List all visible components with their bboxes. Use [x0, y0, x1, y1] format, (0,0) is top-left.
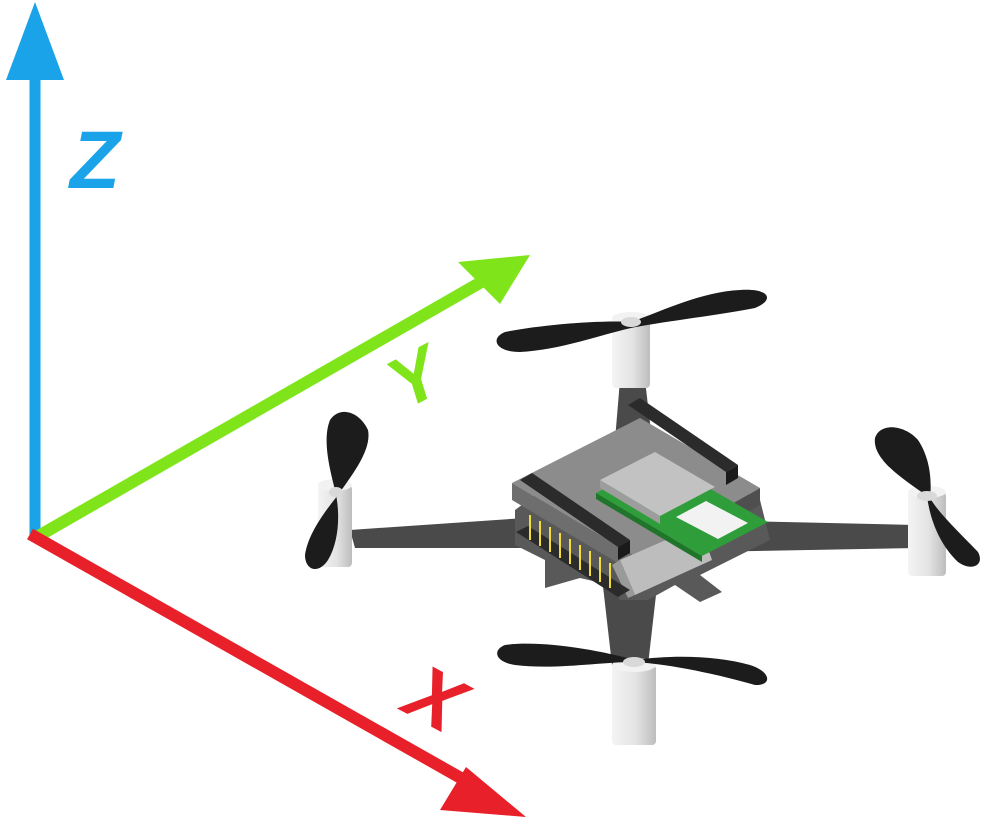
x-axis-arrowhead — [440, 767, 526, 817]
z-axis: Z — [6, 2, 123, 540]
lower-header-rail — [516, 526, 630, 597]
right-rotor — [874, 427, 980, 576]
quadcopter — [305, 289, 980, 745]
drone-body-left-face — [512, 483, 638, 575]
x-axis: X — [27, 528, 526, 817]
z-axis-label: Z — [68, 115, 123, 206]
x-axis-label: X — [388, 645, 482, 751]
y-axis: Y — [32, 255, 530, 544]
y-axis-shaft — [32, 271, 493, 544]
header-rails — [516, 398, 738, 597]
rear-header-rail-side — [726, 465, 738, 485]
rf-module — [600, 452, 715, 516]
left-arm — [350, 518, 540, 548]
front-propeller — [497, 643, 768, 686]
rear-header-rail — [628, 398, 738, 472]
header-pins — [529, 515, 611, 588]
rear-propeller — [496, 289, 767, 352]
front-motor — [612, 665, 656, 745]
front-header-rail — [520, 473, 630, 547]
expansion-board — [596, 452, 768, 562]
white-chip — [676, 501, 748, 539]
y-axis-label: Y — [375, 329, 460, 425]
left-rotor — [305, 411, 369, 570]
front-rotor — [497, 643, 768, 745]
rf-module-side — [600, 480, 660, 524]
rear-motor — [612, 318, 650, 388]
rear-rotor — [496, 289, 767, 388]
y-axis-arrowhead — [458, 255, 530, 304]
front-header-rail-side — [618, 540, 630, 560]
z-axis-arrowhead — [6, 2, 64, 80]
green-pcb-edge — [596, 493, 702, 562]
x-axis-shaft — [27, 528, 485, 796]
battery-pack-face — [612, 560, 635, 598]
